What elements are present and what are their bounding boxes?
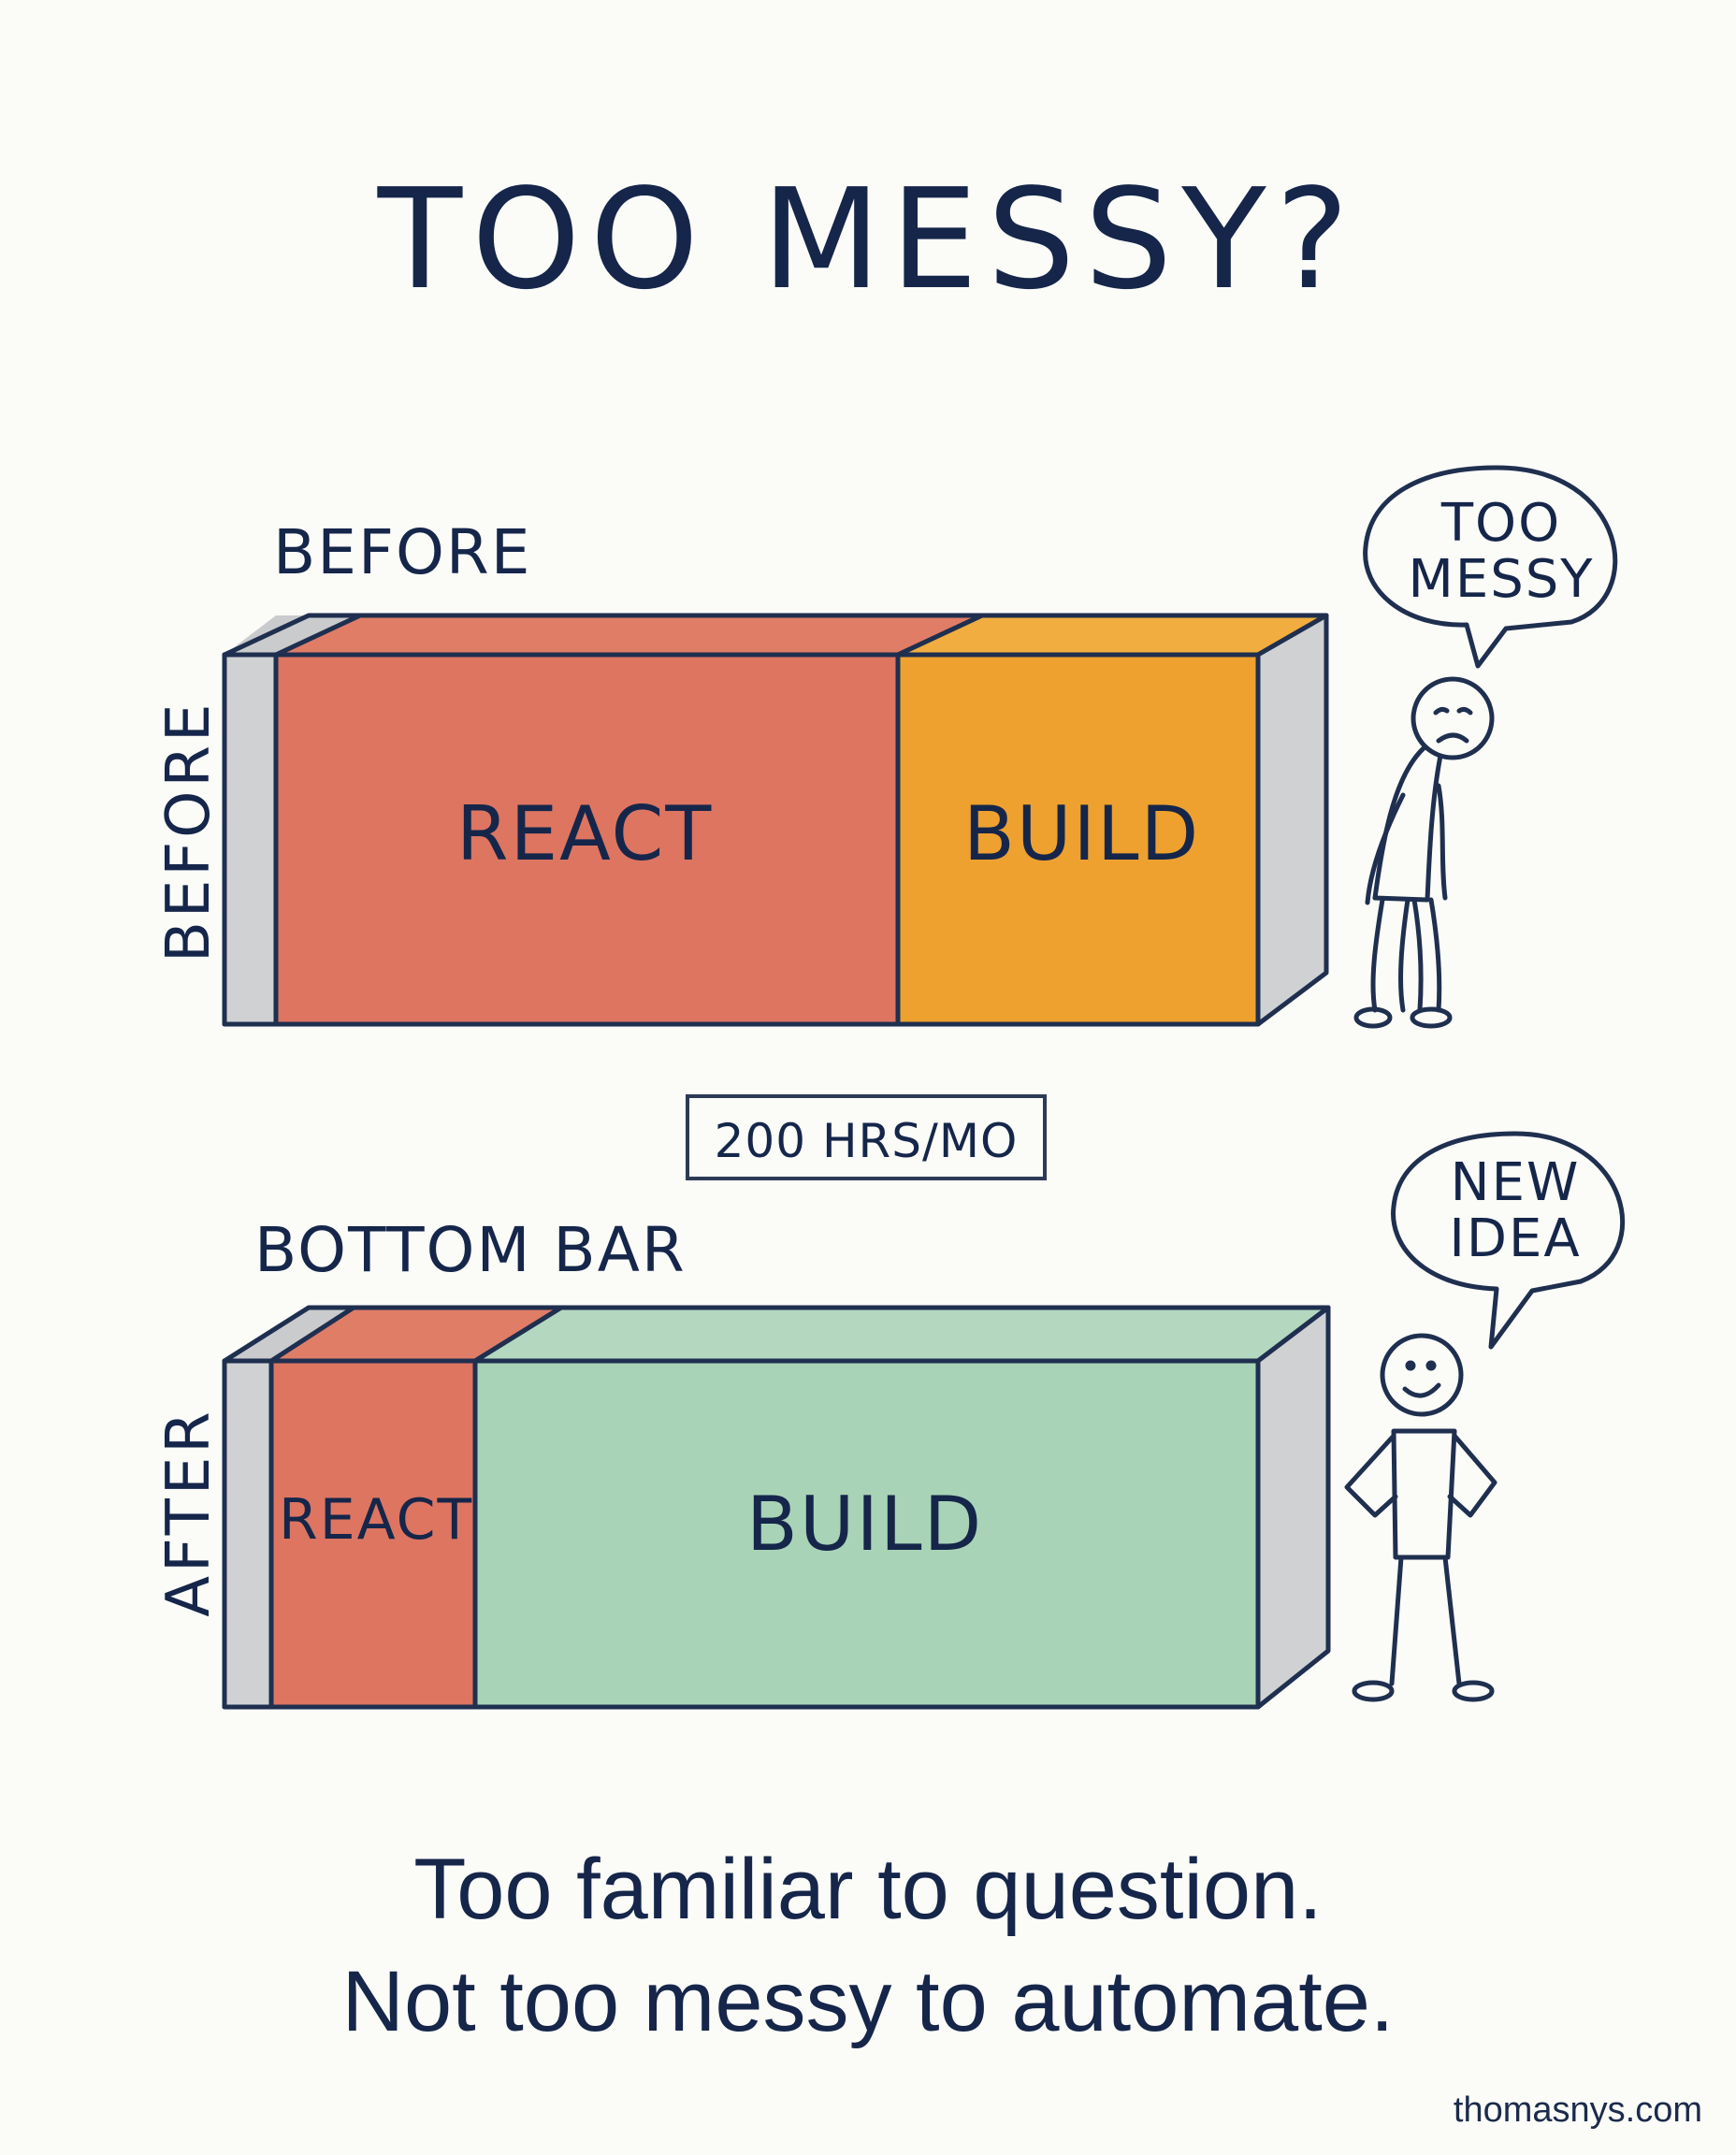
site-credit: thomasnys.com	[1453, 2090, 1702, 2130]
caption-line-2: Not too messy to automate.	[341, 1954, 1395, 2049]
after-speech-line-2: IDEA	[1449, 1208, 1582, 1269]
before-left-cap	[222, 652, 279, 1027]
before-build-label: BUILD	[963, 790, 1201, 877]
page-title: TOO MESSY?	[377, 159, 1359, 320]
before-react-top	[273, 613, 985, 658]
before-speech-text: TOO MESSY	[1384, 496, 1618, 608]
after-top-label: BOTTOM BAR	[254, 1214, 687, 1286]
after-build-segment	[472, 1358, 1261, 1710]
speech-bubble-before	[1363, 465, 1618, 669]
after-build-top	[472, 1305, 1331, 1364]
after-speech-text: NEW IDEA	[1408, 1155, 1623, 1267]
after-side-label: AFTER	[154, 1408, 224, 1617]
after-build-label: BUILD	[746, 1481, 984, 1568]
hours-badge: 200 HRS/MO	[686, 1094, 1047, 1180]
before-right-face	[1255, 613, 1329, 1027]
caption-line-1: Too familiar to question.	[413, 1842, 1323, 1937]
after-react-label: REACT	[279, 1487, 474, 1553]
before-bar	[222, 613, 1329, 1027]
after-right-face	[1255, 1305, 1331, 1710]
before-react-segment	[273, 652, 901, 1027]
after-left-cap	[222, 1358, 274, 1710]
before-top-label: BEFORE	[273, 516, 532, 588]
before-react-label: REACT	[456, 790, 714, 877]
speech-bubble-after	[1391, 1131, 1626, 1350]
after-bar	[222, 1305, 1331, 1710]
before-speech-line-1: TOO	[1440, 493, 1562, 554]
before-side-label: BEFORE	[154, 700, 224, 962]
happy-stick-figure	[1344, 1333, 1497, 1702]
after-speech-line-1: NEW	[1450, 1152, 1581, 1213]
sad-stick-figure	[1353, 676, 1495, 1029]
before-speech-line-2: MESSY	[1408, 549, 1595, 610]
